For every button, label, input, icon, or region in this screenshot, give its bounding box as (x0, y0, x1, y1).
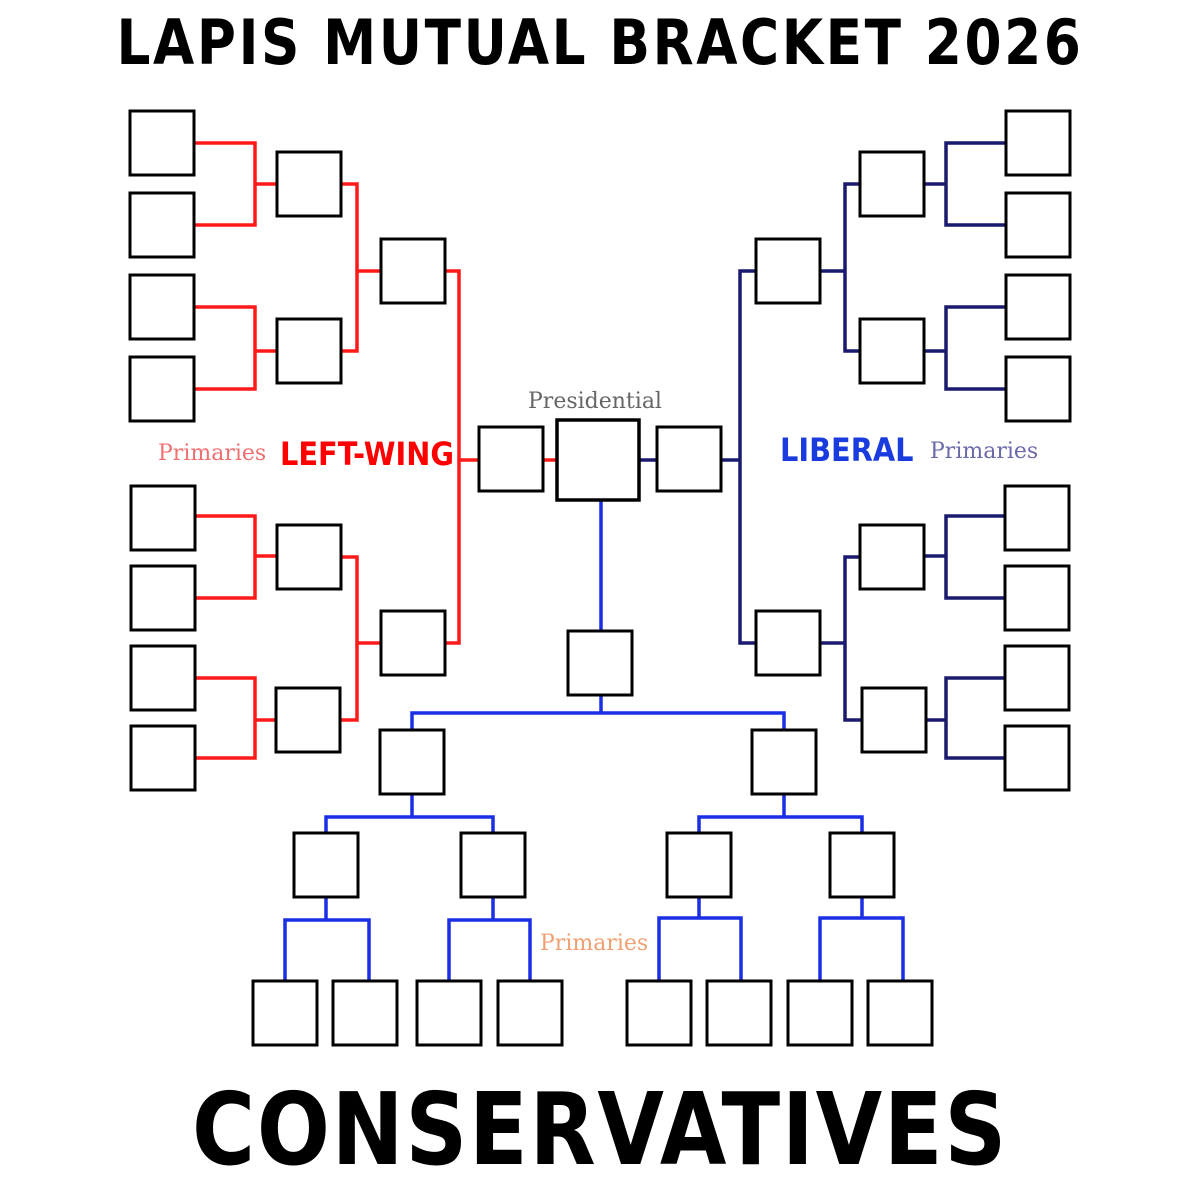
conservative-r2-slot-2[interactable] (459, 831, 527, 899)
conservative-connector-r1-1 (283, 897, 371, 981)
liberal-connector-r1-4 (925, 676, 1005, 760)
primaries-bottom-label: Primaries (540, 931, 649, 956)
conservative-r2-slot-3[interactable] (665, 831, 733, 899)
left-wing-connector-r1-3 (195, 514, 276, 600)
conservative-connector-r1-4 (818, 897, 905, 981)
left-wing-r3-slot-2[interactable] (379, 609, 447, 677)
left-wing-r2-slot-1[interactable] (275, 150, 343, 218)
conservatives-title: CONSERVATIVES (192, 1071, 1008, 1188)
liberal-connector-r3 (721, 269, 756, 645)
liberal-r1-slot-8[interactable] (1003, 724, 1071, 792)
left-wing-r1-slot-6[interactable] (129, 564, 197, 632)
conservative-r3-slot-2[interactable] (750, 728, 818, 796)
conservative-connector-r2-2 (697, 794, 864, 833)
conservative-r3-slot-1[interactable] (378, 728, 446, 796)
primaries-right-label: Primaries (930, 439, 1039, 464)
left-wing-label: LEFT-WING (280, 435, 454, 473)
liberal-r2-slot-4[interactable] (860, 686, 928, 754)
liberal-r1-slot-7[interactable] (1003, 644, 1071, 712)
liberal-r2-slot-1[interactable] (858, 150, 926, 218)
conservative-connector-r2-1 (324, 794, 495, 833)
left-wing-connector-r2-2 (341, 555, 381, 722)
left-wing-r1-slot-3[interactable] (128, 273, 196, 341)
liberal-label: LIBERAL (780, 431, 914, 469)
conservative-r1-slot-5[interactable] (625, 979, 693, 1047)
left-wing-r2-slot-3[interactable] (275, 523, 343, 591)
left-wing-connector-r1-1 (195, 141, 276, 227)
liberal-r1-slot-1[interactable] (1004, 109, 1072, 177)
left-wing-r2-slot-4[interactable] (274, 686, 342, 754)
conservative-r1-slot-2[interactable] (331, 979, 399, 1047)
conservative-connector-r1-3 (657, 897, 743, 981)
liberal-r1-slot-5[interactable] (1003, 484, 1071, 552)
left-wing-r1-slot-4[interactable] (128, 355, 196, 423)
left-wing-r2-slot-2[interactable] (275, 317, 343, 385)
liberal-finalist-slot[interactable] (655, 425, 723, 493)
conservative-r1-slot-6[interactable] (705, 979, 773, 1047)
liberal-r2-slot-2[interactable] (858, 317, 926, 385)
liberal-r3-slot-2[interactable] (754, 609, 822, 677)
left-wing-connector-r3 (445, 269, 479, 645)
liberal-r3-slot-1[interactable] (754, 237, 822, 305)
liberal-r1-slot-4[interactable] (1004, 355, 1072, 423)
conservative-r1-slot-3[interactable] (415, 979, 483, 1047)
left-wing-finalist-slot[interactable] (477, 425, 545, 493)
left-wing-r3-slot-1[interactable] (379, 237, 447, 305)
left-wing-r1-slot-2[interactable] (128, 191, 196, 259)
liberal-connector-r2-1 (820, 182, 860, 353)
conservative-r2-slot-1[interactable] (292, 831, 360, 899)
left-wing-r1-slot-5[interactable] (129, 484, 197, 552)
liberal-r1-slot-6[interactable] (1003, 564, 1071, 632)
conservative-r1-slot-8[interactable] (866, 979, 934, 1047)
liberal-r1-slot-2[interactable] (1004, 191, 1072, 259)
liberal-connector-r1-2 (925, 305, 1005, 391)
conservative-finalist-slot[interactable] (566, 629, 634, 697)
conservative-connector-r3 (410, 695, 786, 730)
left-wing-r1-slot-8[interactable] (129, 724, 197, 792)
conservative-connector-r1-2 (447, 897, 532, 981)
conservative-r2-slot-4[interactable] (828, 831, 896, 899)
conservative-r1-slot-4[interactable] (496, 979, 564, 1047)
left-wing-r1-slot-7[interactable] (129, 644, 197, 712)
conservative-r1-slot-7[interactable] (786, 979, 854, 1047)
presidential-label: Presidential (528, 389, 662, 414)
primaries-left-label: Primaries (158, 441, 267, 466)
liberal-r2-slot-3[interactable] (858, 523, 926, 591)
left-wing-connector-r2-1 (342, 182, 381, 353)
conservative-r1-slot-1[interactable] (251, 979, 319, 1047)
liberal-connector-r1-3 (925, 514, 1005, 600)
presidential-slot[interactable] (555, 418, 641, 502)
page-title: LAPIS MUTUAL BRACKET 2026 (116, 6, 1084, 79)
left-wing-connector-r1-4 (195, 676, 276, 760)
left-wing-r1-slot-1[interactable] (128, 109, 196, 177)
liberal-connector-r1-1 (925, 141, 1005, 227)
liberal-connector-r2-2 (820, 555, 862, 722)
liberal-r1-slot-3[interactable] (1004, 273, 1072, 341)
left-wing-connector-r1-2 (195, 305, 276, 391)
